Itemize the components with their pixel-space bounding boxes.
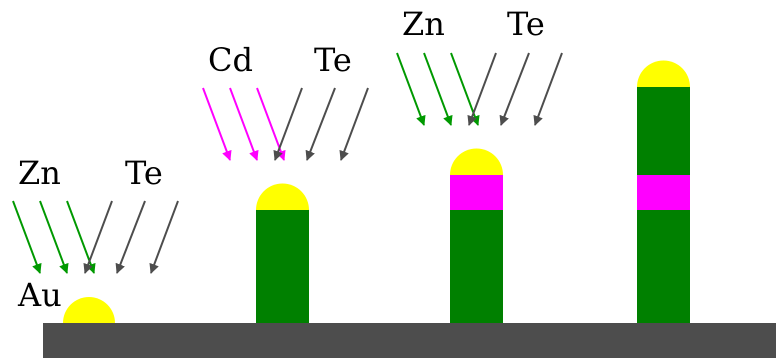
stage1-te-label: Te — [125, 154, 163, 192]
znte-segment-stage4-top — [637, 86, 690, 175]
au-droplet-stage2 — [256, 184, 309, 210]
catalyst-label: Au — [17, 276, 62, 314]
au-droplet-stage3 — [450, 149, 503, 176]
stage3-zn-flux — [397, 53, 478, 125]
znte-segment-stage3-bottom — [450, 209, 503, 323]
cdte-segment-stage4 — [637, 174, 690, 210]
au-droplet-stage4 — [637, 61, 690, 88]
znte-segment-stage2 — [256, 209, 309, 323]
stage1-te-flux — [85, 201, 178, 273]
stage3-zn-label: Zn — [402, 5, 445, 43]
stage1-zn-label: Zn — [18, 154, 61, 192]
stage1-zn-flux — [13, 201, 94, 273]
stage2-te-flux — [275, 88, 368, 160]
stage3-te-flux — [469, 53, 562, 125]
au-droplet-stage1 — [63, 297, 115, 323]
znte-segment-stage4-bottom — [637, 209, 690, 323]
stage2-cd-label: Cd — [208, 41, 253, 79]
stage2-cd-flux — [203, 88, 284, 160]
stage2-te-label: Te — [314, 41, 352, 79]
cdte-segment-stage3 — [450, 174, 503, 210]
substrate — [43, 323, 776, 358]
stage3-te-label: Te — [507, 5, 545, 43]
